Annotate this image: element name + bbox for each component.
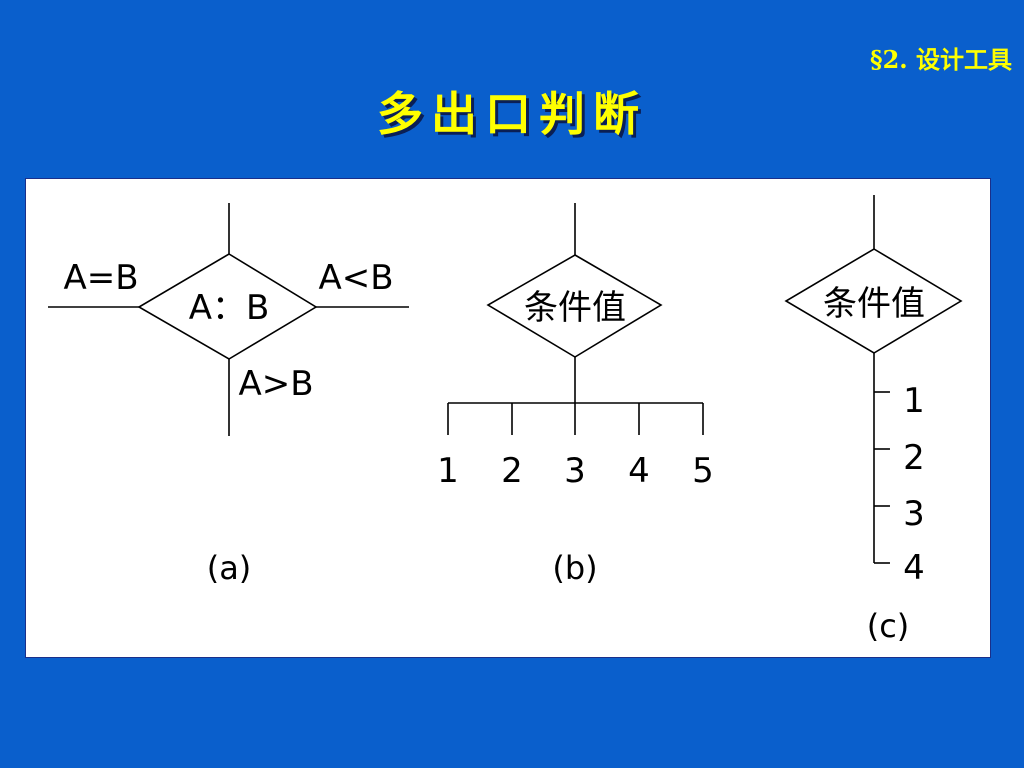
figure-a: A：B A=B A<B A>B (a) bbox=[48, 203, 409, 587]
b-branch-1-label: 1 bbox=[437, 451, 459, 491]
c-branch-3-label: 3 bbox=[903, 494, 925, 534]
a-caption: (a) bbox=[207, 549, 252, 587]
a-left-label: A=B bbox=[63, 258, 138, 298]
c-branch-2-label: 2 bbox=[903, 438, 925, 478]
b-branch-3-label: 3 bbox=[564, 451, 586, 491]
a-bottom-label: A>B bbox=[238, 364, 313, 404]
c-center-label: 条件值 bbox=[823, 284, 925, 324]
b-branch-5-label: 5 bbox=[692, 451, 714, 491]
diagram-panel: A：B A=B A<B A>B (a) 条件值 1 2 3 4 5 (b) bbox=[25, 178, 991, 658]
section-label: §2. 设计工具 bbox=[870, 45, 1012, 74]
b-center-label: 条件值 bbox=[524, 288, 626, 328]
slide-title: 多出口判断 bbox=[377, 87, 647, 141]
c-branch-4-label: 4 bbox=[903, 548, 925, 588]
c-branch-1-label: 1 bbox=[903, 381, 925, 421]
a-center-label: A：B bbox=[189, 288, 270, 328]
c-caption: (c) bbox=[867, 607, 910, 645]
figure-c: 条件值 1 2 3 4 (c) bbox=[784, 195, 963, 645]
a-right-label: A<B bbox=[318, 258, 393, 298]
a-decision-diamond bbox=[137, 253, 318, 360]
b-branch-2-label: 2 bbox=[501, 451, 523, 491]
flowchart-figures: A：B A=B A<B A>B (a) 条件值 1 2 3 4 5 (b) bbox=[48, 195, 963, 645]
b-branch-4-label: 4 bbox=[628, 451, 650, 491]
figure-b: 条件值 1 2 3 4 5 (b) bbox=[437, 203, 714, 587]
b-caption: (b) bbox=[552, 549, 597, 587]
